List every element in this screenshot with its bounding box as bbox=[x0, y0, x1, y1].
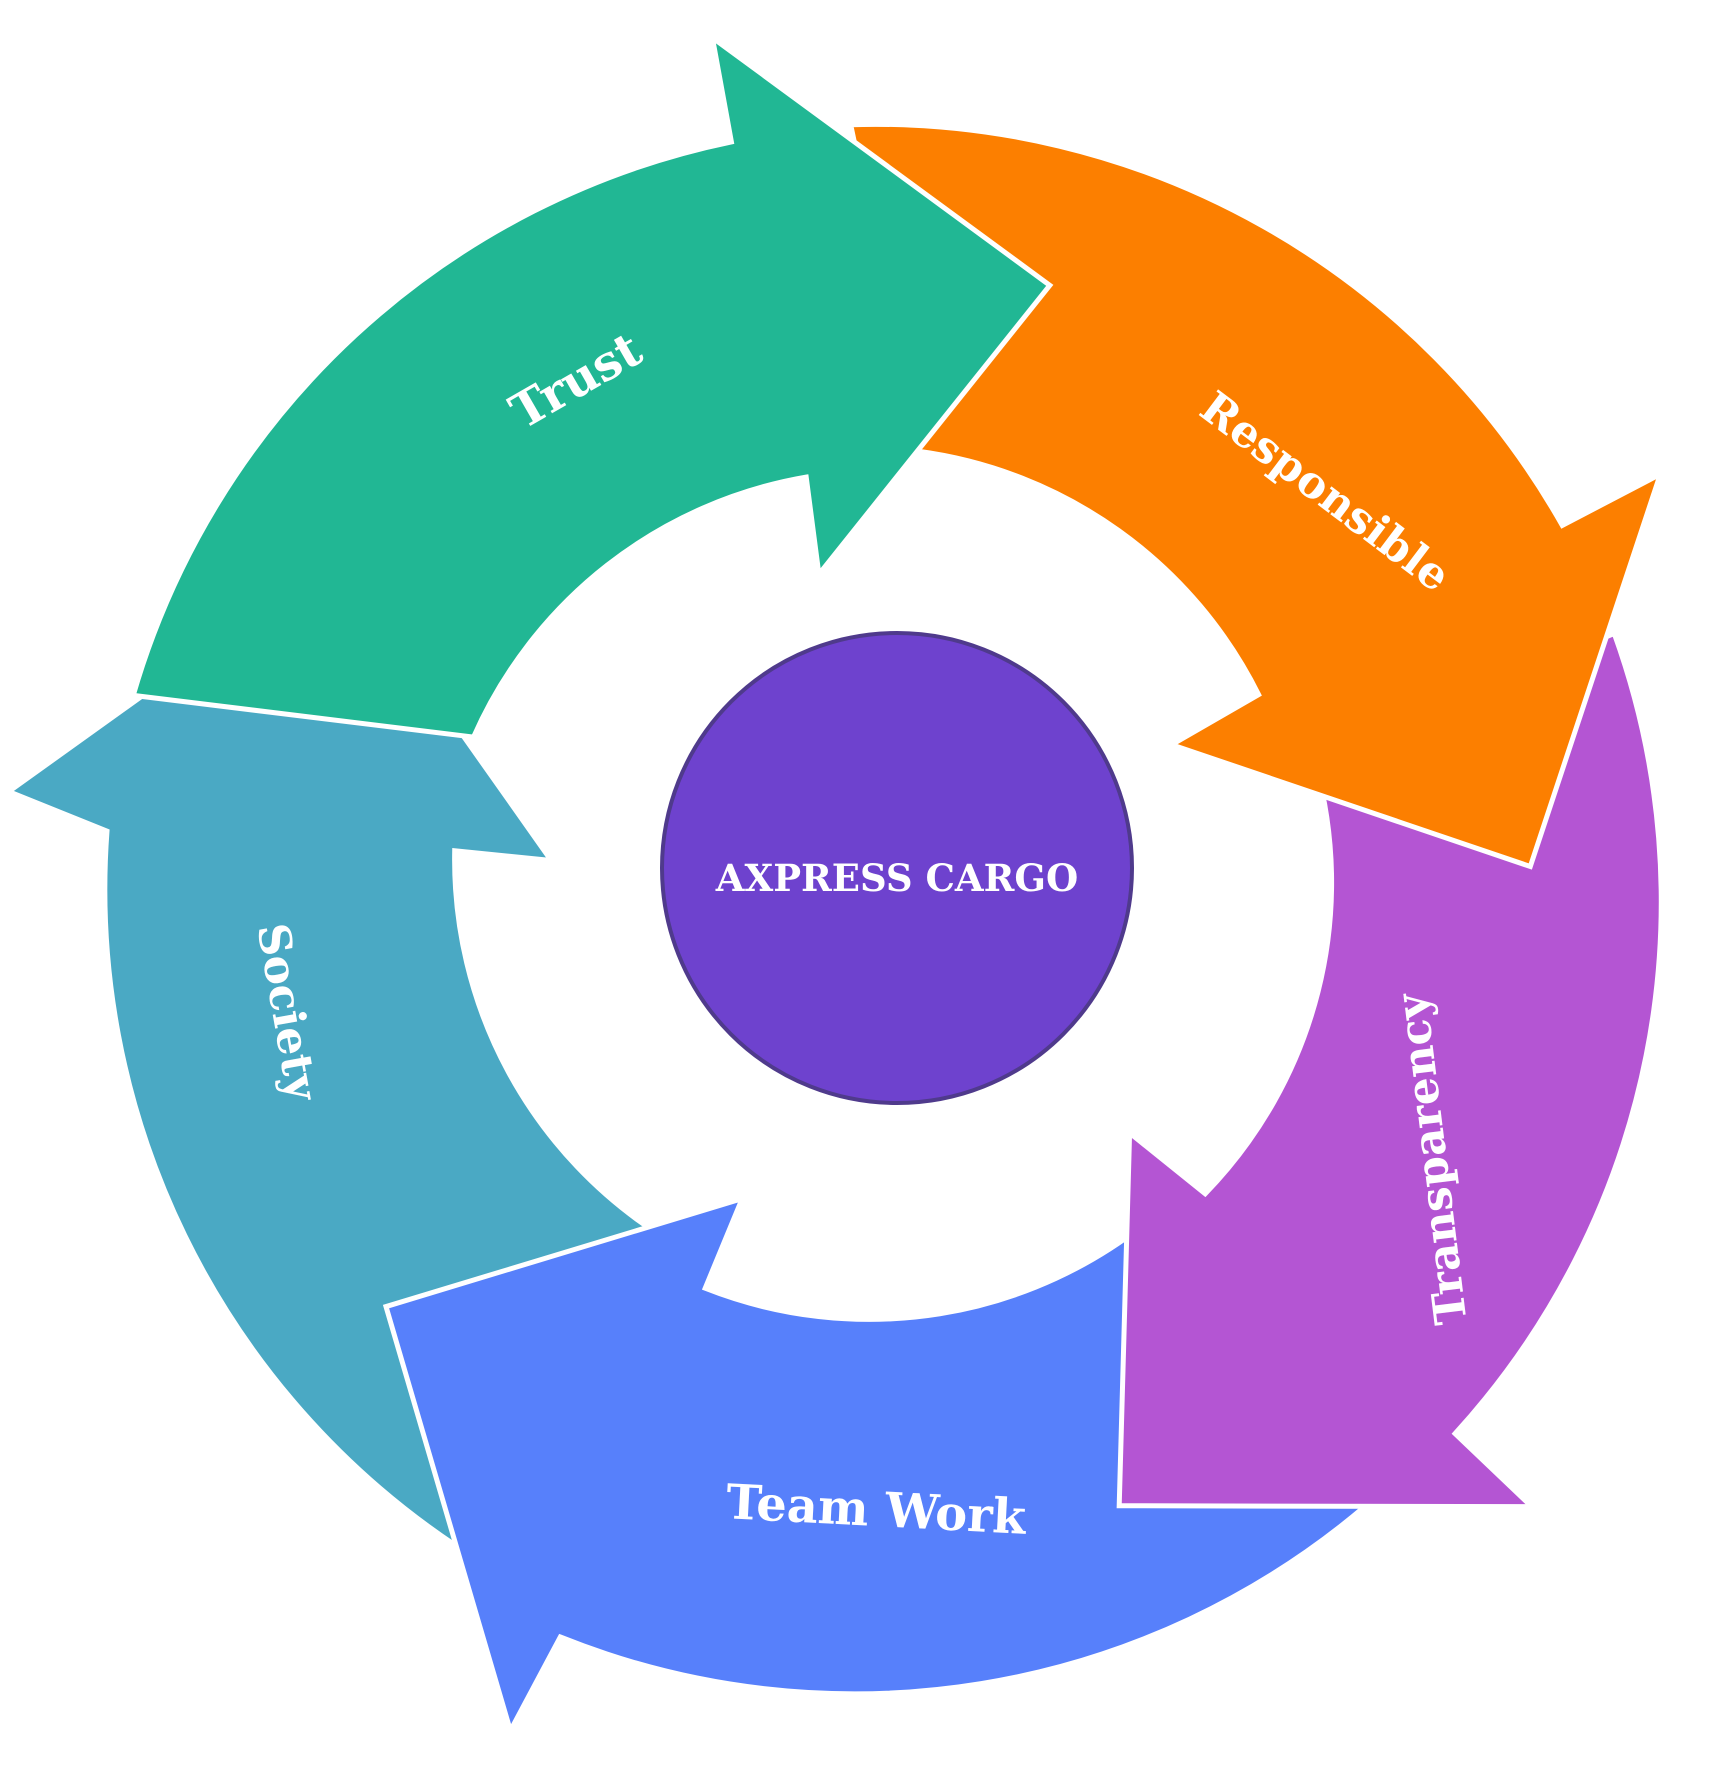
arrow-trust: Trust bbox=[129, 31, 1054, 740]
center-title: AXPRESS CARGO bbox=[715, 856, 1078, 900]
arrow-responsible-shape bbox=[847, 121, 1665, 870]
arrow-responsible: Responsible bbox=[847, 121, 1665, 870]
arrow-trust-shape bbox=[129, 31, 1054, 740]
arrow-team-work: Team Work bbox=[382, 1194, 1370, 1738]
arrow-team-work-shape bbox=[382, 1194, 1370, 1738]
center-circle bbox=[660, 631, 1134, 1105]
center-hub: AXPRESS CARGO bbox=[660, 631, 1134, 1105]
